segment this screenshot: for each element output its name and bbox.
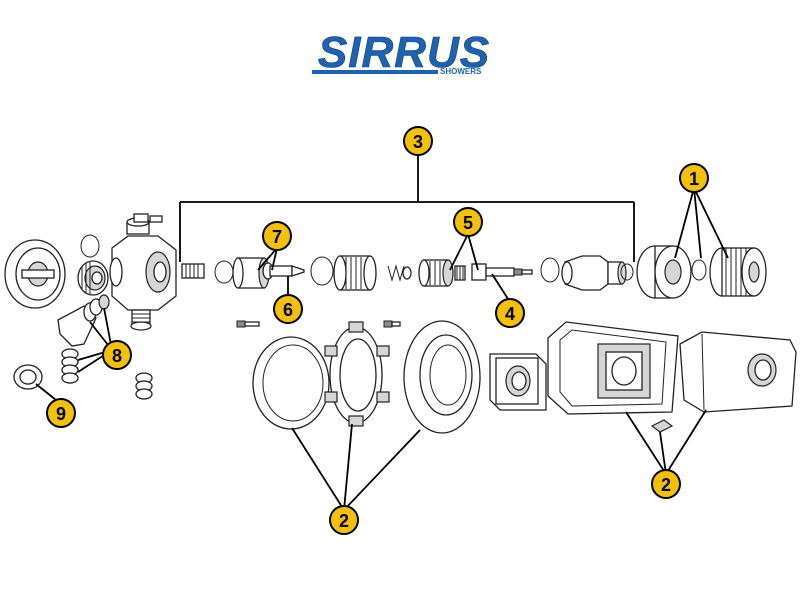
callout-1-label: 1: [689, 169, 699, 189]
control-adaptor: [561, 255, 627, 291]
callout-9-label: 9: [56, 404, 66, 424]
thermostatic-element: [262, 262, 305, 280]
leader-lines: [35, 152, 729, 511]
callout-8-label: 8: [112, 346, 122, 366]
o-ring-a: [214, 260, 234, 284]
brand-name: SIRRUS: [318, 28, 490, 77]
callout-7-label: 7: [272, 227, 282, 247]
square-backplate: [547, 321, 679, 415]
callout-5: 5: [453, 207, 483, 237]
sirrus-logo: SIRRUS SHOWERS: [312, 28, 490, 77]
compression-nut-3: [135, 372, 153, 392]
callout-2-left: 2: [329, 505, 359, 535]
callout-1: 1: [679, 163, 709, 193]
brand-underline: [312, 70, 438, 74]
o-ring-knob: [691, 259, 707, 281]
small-clip: [650, 419, 674, 433]
bolt: [133, 213, 163, 223]
o-ring-b: [310, 256, 334, 286]
o-ring-c: [540, 257, 560, 283]
callout-2-right-label: 2: [661, 475, 671, 495]
threaded-stub: [181, 263, 205, 279]
valve-body: [109, 217, 177, 331]
compression-nut-1: [61, 348, 79, 368]
callout-5-label: 5: [463, 213, 473, 233]
spindle-housing: [333, 255, 377, 291]
spring: [387, 264, 412, 282]
knob-grip: [709, 247, 767, 297]
stem-shaft: [471, 263, 533, 281]
callout-7: 7: [262, 221, 292, 251]
washer-9: [13, 364, 43, 390]
compression-nut-2: [61, 364, 79, 384]
callout-2-right: 2: [651, 469, 681, 499]
o-ring-small: [80, 234, 100, 258]
callout-6: 6: [273, 294, 303, 324]
screw-left: [236, 320, 260, 328]
concealing-plate: [252, 336, 330, 430]
callout-9: 9: [46, 398, 76, 428]
mounting-bracket: [324, 321, 390, 427]
spindle: [454, 265, 466, 281]
brand-subtitle: SHOWERS: [440, 67, 482, 76]
o-ring-d: [620, 263, 634, 281]
threaded-collar: [77, 260, 109, 296]
callout-4: 4: [495, 298, 525, 328]
callout-8: 8: [102, 340, 132, 370]
elbow-fitting: [57, 302, 97, 347]
screw-right: [383, 320, 401, 328]
compression-nut-4: [135, 388, 153, 400]
backplate-disc: [4, 239, 66, 309]
square-adaptor: [489, 353, 547, 411]
callout-2-left-label: 2: [339, 511, 349, 531]
square-cover-plate: [679, 331, 797, 413]
elbow-washer-2: [98, 294, 110, 310]
callout-6-label: 6: [283, 300, 293, 320]
callout-3: 3: [403, 126, 433, 156]
knob-base: [636, 245, 692, 299]
callout-3-label: 3: [413, 132, 423, 152]
cover-plate-round: [403, 320, 481, 434]
flow-cartridge: [418, 259, 454, 287]
callout-4-label: 4: [505, 304, 515, 324]
